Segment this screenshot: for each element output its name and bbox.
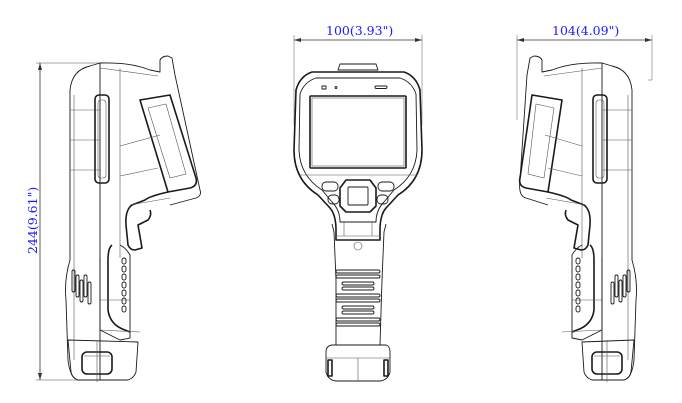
vent-slots (121, 257, 127, 313)
front-width-dimension: 100(3.93") (293, 23, 423, 125)
side-depth-dimension-label: 104(4.09") (552, 23, 619, 38)
front-width-dimension-label: 100(3.93") (326, 23, 393, 38)
side-depth-dimension: 104(4.09") (516, 23, 653, 120)
rear-vent-slots-right (610, 269, 631, 305)
rear-vent-slots (71, 269, 92, 305)
dpad (339, 179, 377, 213)
grip-vent-slots (335, 269, 381, 327)
height-dimension: 244(9.61") (25, 62, 100, 381)
front-buttons (321, 179, 395, 213)
left-side-view (65, 55, 201, 382)
right-side-view (518, 55, 652, 382)
screen (309, 95, 407, 169)
front-view (293, 63, 423, 382)
height-dimension-label: 244(9.61") (25, 187, 40, 254)
vent-slots-right (575, 257, 581, 313)
